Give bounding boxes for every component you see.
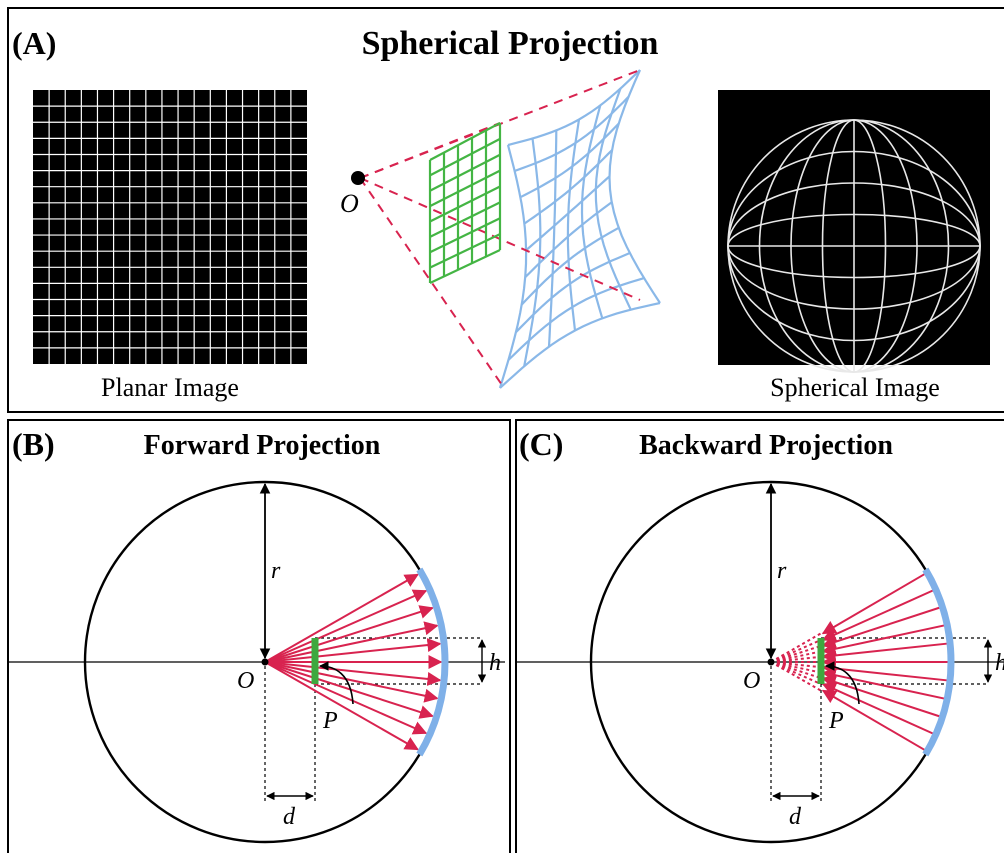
origin-point — [767, 658, 775, 666]
panel-c: (C) Backward Projection r d hO P — [516, 426, 1004, 844]
p-label: P — [322, 708, 338, 734]
spherical-image — [718, 90, 990, 373]
panel-c-tag: (C) — [519, 426, 563, 462]
curved-blue-grid — [498, 69, 661, 389]
origin-point — [261, 658, 269, 666]
origin-label: O — [237, 668, 254, 694]
projection-ray — [264, 638, 442, 663]
panel-b-tag: (B) — [12, 426, 55, 462]
p-pointer — [825, 661, 860, 705]
projection-ray-dotted — [770, 632, 822, 663]
panel-a-title: Spherical Projection — [362, 25, 659, 62]
panel-a: (A) Spherical Projection Planar Image O — [12, 25, 990, 402]
projection-ray — [821, 675, 943, 719]
projection-ray — [821, 642, 951, 663]
origin-point — [351, 171, 365, 185]
projection-ray-dotted — [770, 661, 822, 692]
sphere-arc — [922, 567, 955, 757]
projection-ray — [264, 661, 428, 735]
panel-b: (B) Forward Projection r d hO P — [8, 426, 505, 844]
sphere-arc — [416, 567, 449, 757]
projection-ray — [821, 623, 948, 656]
projection-ray — [821, 571, 928, 635]
height-label: h — [995, 650, 1004, 676]
spherical-image-caption: Spherical Image — [770, 373, 940, 402]
projection-ray — [264, 573, 419, 663]
origin-label: O — [743, 668, 760, 694]
panel-b-frame — [7, 419, 511, 853]
projection-ray — [264, 661, 442, 686]
projection-ray — [264, 661, 439, 703]
projection-ray — [821, 689, 928, 753]
panel-c-title: Backward Projection — [639, 430, 893, 461]
projection-ray — [264, 605, 434, 663]
projection-ray — [264, 661, 419, 751]
height-label: h — [489, 650, 501, 676]
projection-diagram: O — [340, 69, 661, 389]
projection-ray — [821, 605, 943, 649]
distance-label: d — [789, 804, 802, 830]
panel-b-title: Forward Projection — [144, 430, 381, 461]
projection-ray — [821, 682, 937, 736]
planar-image — [33, 90, 307, 364]
planar-image-caption: Planar Image — [101, 373, 239, 402]
radius-label: r — [777, 558, 787, 584]
projection-ray — [821, 661, 951, 682]
p-pointer — [319, 661, 354, 705]
panel-a-frame — [7, 7, 1004, 413]
projection-ray — [821, 668, 948, 701]
green-planar-patch — [428, 122, 502, 284]
origin-label: O — [340, 189, 359, 218]
projection-ray — [264, 661, 434, 719]
projection-ray — [821, 588, 937, 642]
projection-ray — [264, 589, 428, 663]
distance-label: d — [283, 804, 296, 830]
radius-label: r — [271, 558, 281, 584]
panel-c-frame — [515, 419, 1004, 853]
p-label: P — [828, 708, 844, 734]
panel-a-tag: (A) — [12, 25, 56, 61]
projection-ray — [264, 621, 439, 663]
